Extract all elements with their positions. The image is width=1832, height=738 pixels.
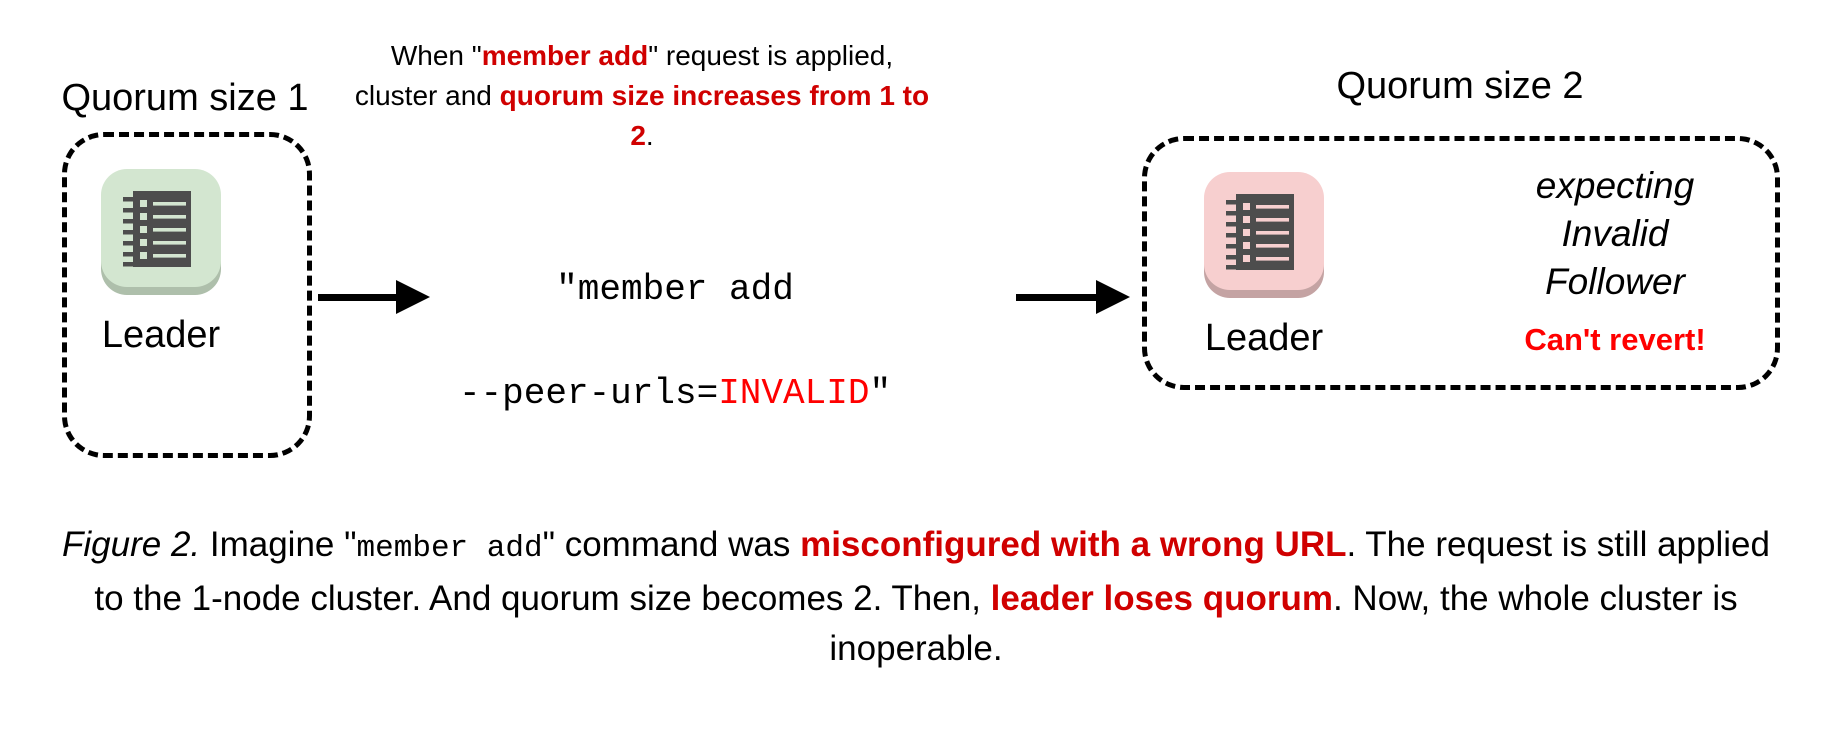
node-leader-right: Leader xyxy=(1200,168,1328,360)
top-note-emphasis1: member add xyxy=(481,40,649,71)
log-ledger-icon xyxy=(1200,168,1328,300)
quorum-size-2-heading: Quorum size 2 xyxy=(1336,65,1584,107)
caption-mono-command: member add xyxy=(356,531,543,566)
command-line-1: "member add xyxy=(556,269,794,310)
arrow-shaft xyxy=(1016,294,1100,301)
figure-label: Figure 2. xyxy=(62,525,201,564)
arrow-right-icon-1 xyxy=(318,280,430,314)
status-block: expecting Invalid Follower Can't revert! xyxy=(1470,162,1760,360)
figure-caption: Figure 2. Imagine "member add" command w… xyxy=(46,520,1786,674)
status-line-3: Follower xyxy=(1545,261,1685,302)
node-leader-left: Leader xyxy=(97,165,225,357)
caption-seg3: . The request is still applied to the 1-… xyxy=(94,525,1770,618)
arrow-right-icon-2 xyxy=(1016,280,1130,314)
cluster-box-right xyxy=(1142,136,1780,390)
top-note-part2: " request is applied, cluster and xyxy=(354,40,894,111)
caption-seg2: " command was xyxy=(542,525,801,564)
arrow-head xyxy=(1096,280,1130,314)
arrow-head xyxy=(396,280,430,314)
caption-emphasis1: misconfigured with a wrong URL xyxy=(800,525,1347,564)
command-text: "member add --peer-urls=INVALID" xyxy=(440,212,910,472)
top-note-emphasis2: quorum size increases from 1 to 2 xyxy=(499,80,930,151)
status-warning-badge: Can't revert! xyxy=(1524,322,1706,357)
top-note: When "member add" request is applied, cl… xyxy=(352,36,932,156)
node-label-leader-left: Leader xyxy=(101,314,221,356)
command-invalid-value: INVALID xyxy=(718,373,870,414)
quorum-size-1-heading: Quorum size 1 xyxy=(61,77,309,119)
log-ledger-icon xyxy=(97,165,225,297)
top-note-part3: . xyxy=(645,120,654,151)
status-line-2: Invalid xyxy=(1561,213,1669,254)
cluster-box-left xyxy=(62,132,312,458)
caption-seg1: Imagine " xyxy=(200,525,357,564)
caption-seg4: . Now, the whole cluster is inoperable. xyxy=(829,579,1738,668)
status-line-1: expecting xyxy=(1535,165,1695,206)
caption-emphasis2: leader loses quorum xyxy=(990,579,1333,618)
node-label-leader-right: Leader xyxy=(1204,317,1324,359)
top-note-part1: When " xyxy=(390,40,482,71)
arrow-shaft xyxy=(318,294,400,301)
command-line-2: --peer-urls=INVALID" xyxy=(440,368,910,420)
command-line-2-prefix: --peer-urls= xyxy=(458,373,719,414)
command-line-2-suffix: " xyxy=(869,373,892,414)
